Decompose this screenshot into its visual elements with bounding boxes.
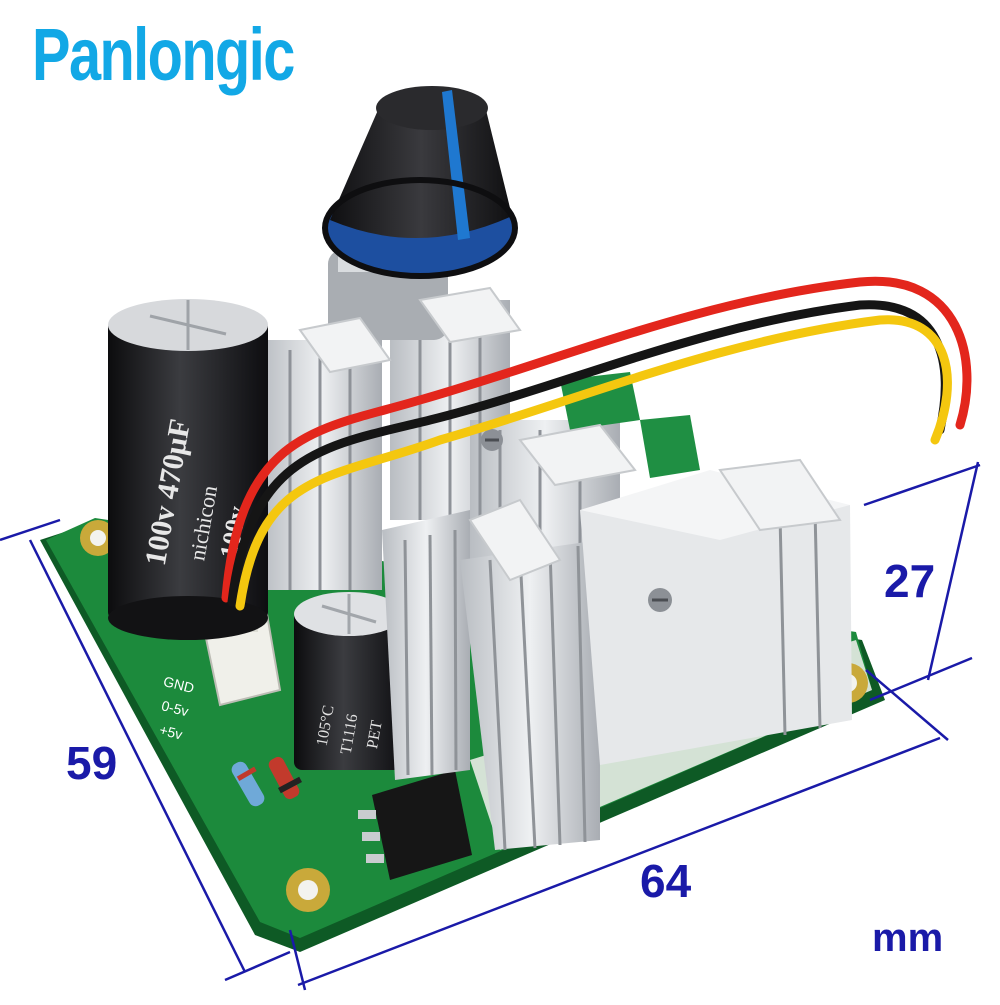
heatsink-screw	[481, 429, 503, 451]
fin-top	[418, 286, 522, 344]
capacitor-small: 105°C T1116 PET	[294, 592, 404, 770]
mount-hole	[80, 520, 116, 556]
small-cap-label-code: T1116	[338, 713, 362, 756]
knob-stripe	[442, 90, 470, 240]
heatsink-front	[298, 286, 852, 851]
fin-top	[718, 458, 842, 532]
wire-red	[221, 276, 972, 603]
dimension-lines	[0, 461, 981, 991]
heatsink-screw	[648, 588, 672, 612]
wire-black	[227, 300, 950, 607]
ic-chip	[358, 770, 472, 880]
mount-hole	[286, 868, 330, 912]
pin-label-signal: 0-5v	[160, 697, 190, 719]
small-cap-label-type: PET	[364, 719, 386, 750]
dimension-unit: mm	[872, 916, 944, 960]
fin-top	[518, 423, 637, 487]
pin-label-gnd: GND	[162, 673, 196, 696]
fin-top	[468, 498, 562, 582]
fin-top	[298, 316, 392, 374]
knob[interactable]	[322, 86, 518, 279]
dimension-width: 64	[640, 855, 692, 907]
wire-yellow	[235, 315, 952, 611]
capacitor-large: 100v 470µF nichicon 100v	[108, 299, 268, 640]
control-wires	[221, 276, 972, 611]
small-cap-label-temp: 105°C	[314, 704, 338, 747]
pin-label-5v: +5v	[158, 722, 184, 743]
brand-logo: Panlongic	[32, 13, 295, 96]
resistor	[231, 761, 265, 807]
connector-pin-labels: GND 0-5v +5v	[158, 673, 196, 743]
dimension-height: 27	[884, 555, 936, 607]
dimension-depth: 59	[66, 737, 118, 789]
diode	[268, 756, 302, 800]
